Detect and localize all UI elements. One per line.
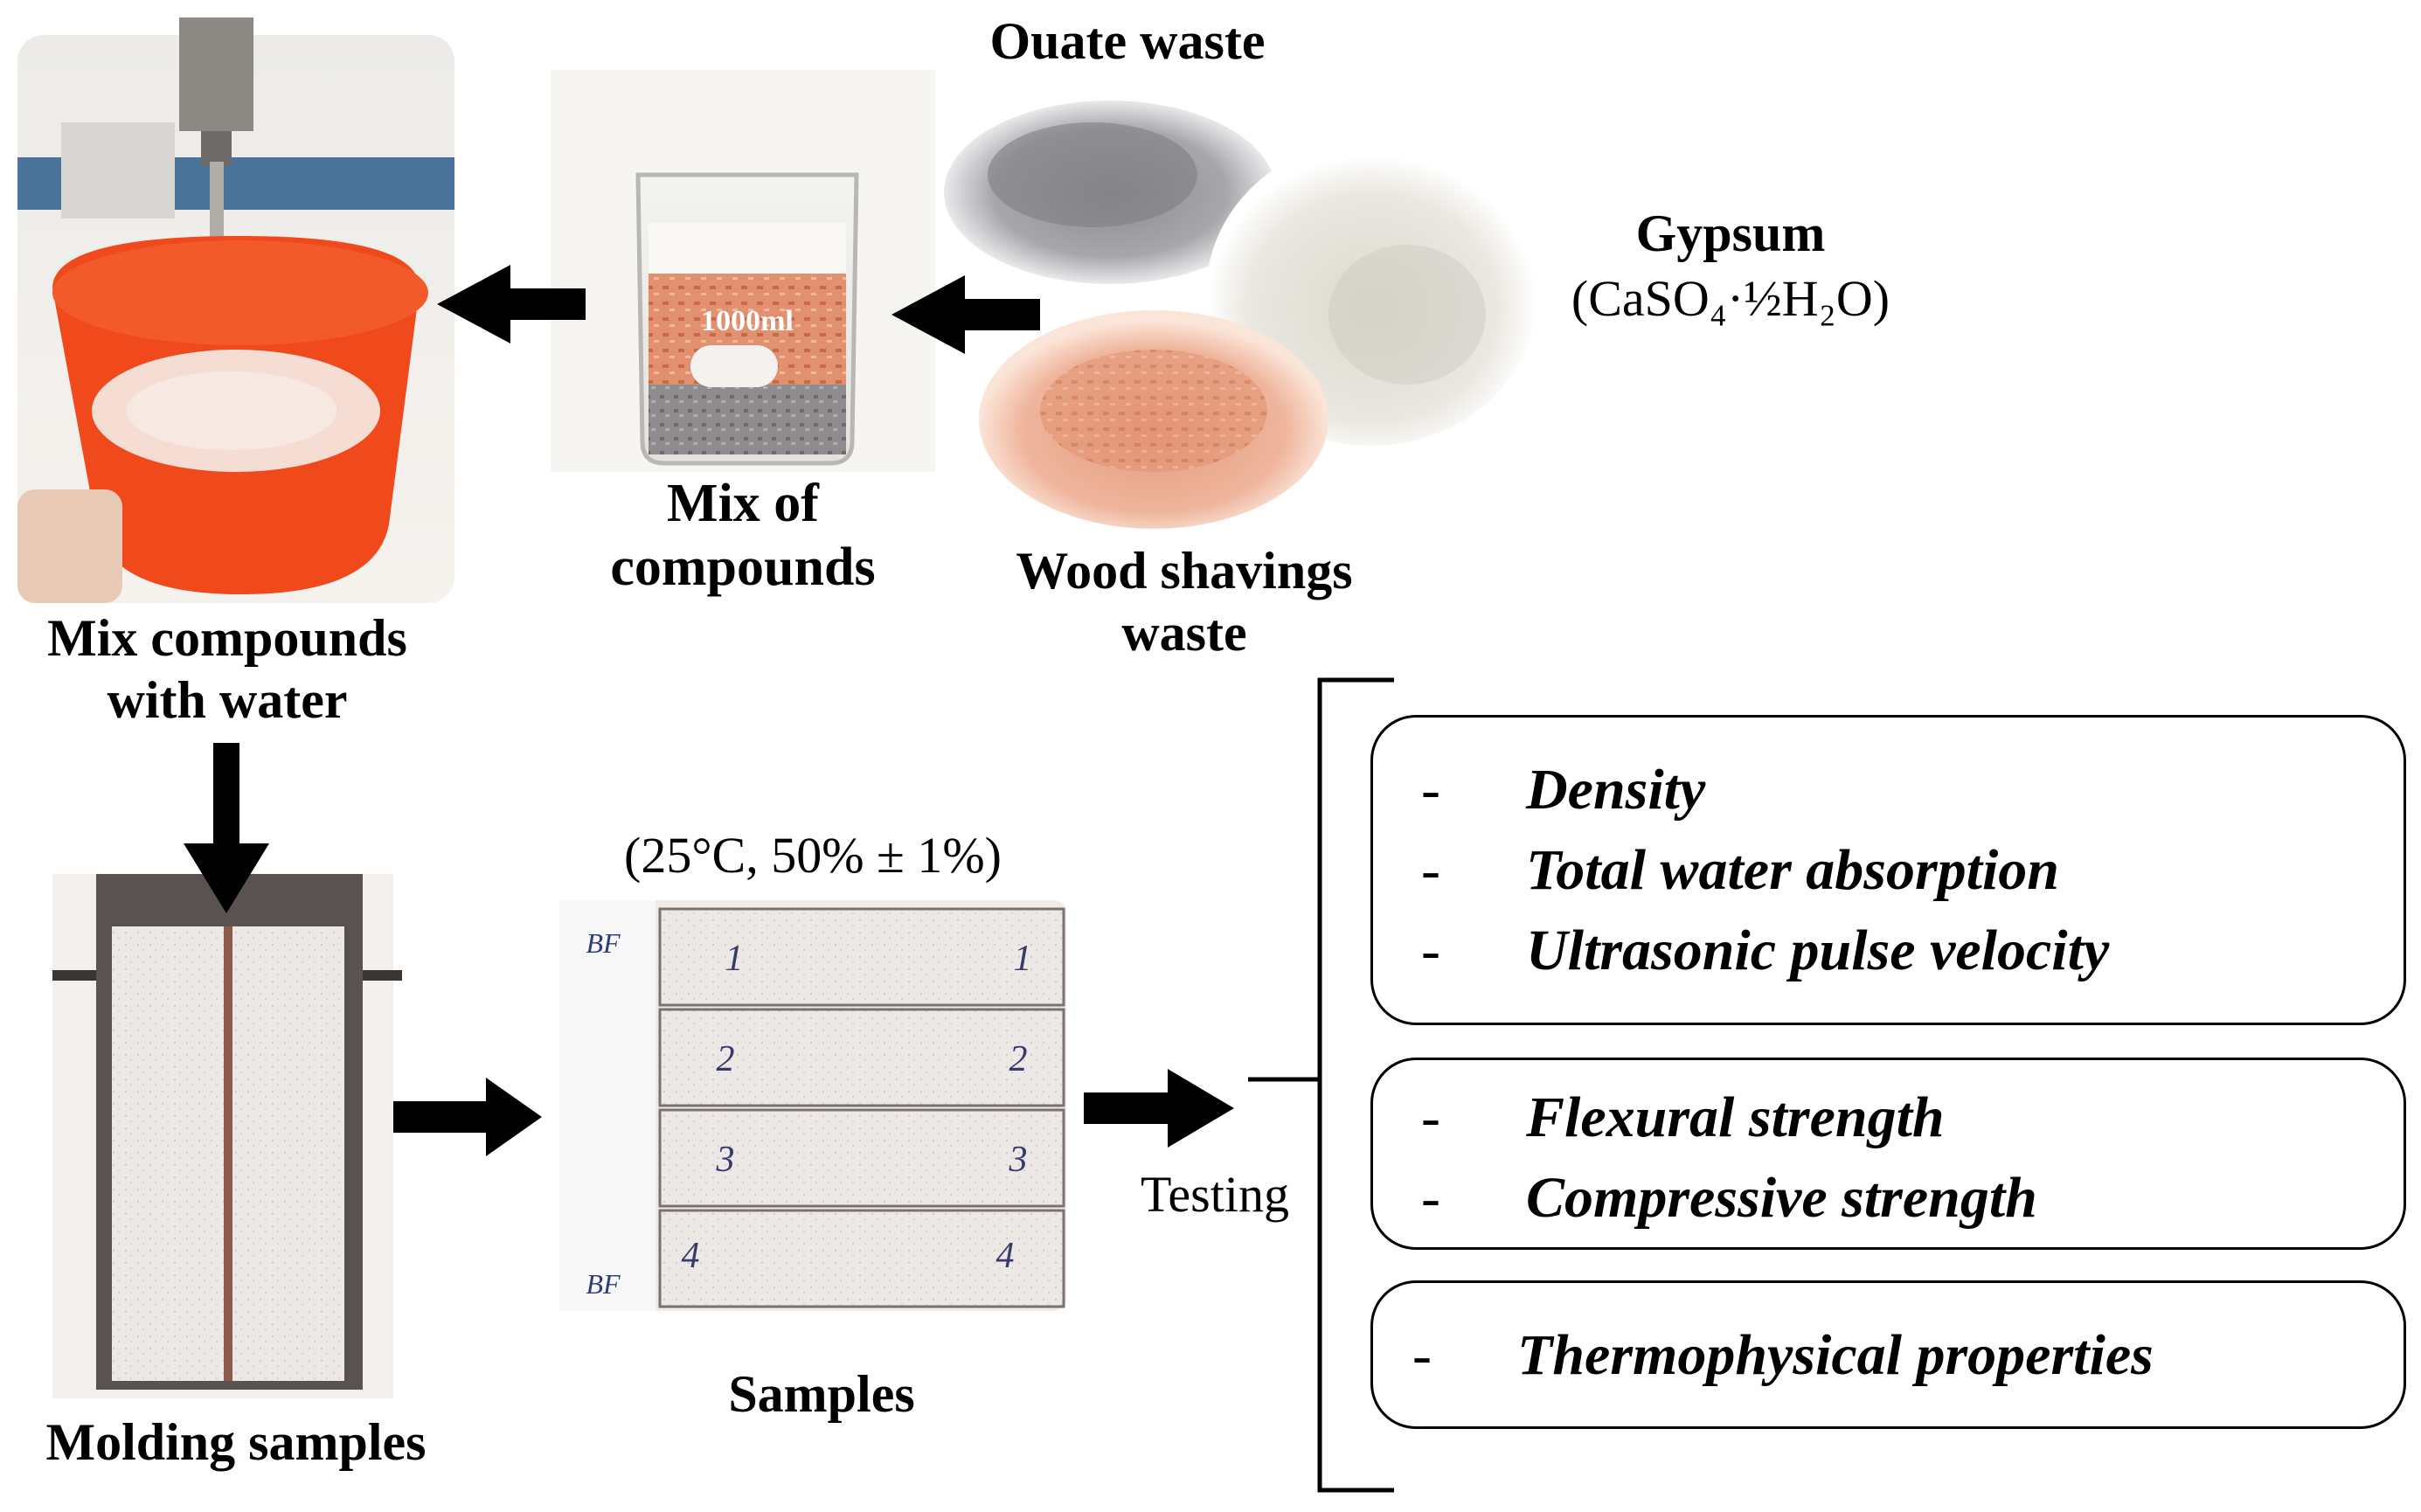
test-item-thermophysical: - Thermophysical properties <box>1412 1322 2154 1389</box>
ouate-waste-pile <box>944 101 1276 284</box>
mix-of-compounds-line-2: compounds <box>610 538 876 598</box>
gypsum-label: Gypsum <box>1635 205 1826 262</box>
sample-number-1-left: 1 <box>725 939 744 979</box>
samples-photo: BF BF 1 1 2 2 3 3 4 4 <box>559 900 1066 1311</box>
mix-with-water-line-1: Mix compounds <box>47 609 407 667</box>
bullet-dash: - <box>1421 1166 1440 1230</box>
arrow-mold-to-samples <box>393 1078 542 1156</box>
mix-with-water-line-2: with water <box>107 670 348 729</box>
bullet-dash: - <box>1421 838 1440 902</box>
wood-shavings-pile <box>979 310 1328 529</box>
testing-bracket <box>1248 677 1394 1493</box>
conditions-label: (25°C, 50% ± 1%) <box>624 827 1002 884</box>
test-group-thermal: - Thermophysical properties <box>1370 1280 2406 1429</box>
arrow-samples-to-testing <box>1084 1069 1234 1148</box>
gypsum-formula: (CaSO₄·½H₂O) <box>1571 270 1890 327</box>
sample-number-2-right: 2 <box>1009 1039 1028 1079</box>
test-group-physical: - Density - Total water absorption - Ult… <box>1370 715 2406 1025</box>
sample-mark-top: BF <box>586 927 621 959</box>
test-item-compressive: - Compressive strength <box>1421 1165 2037 1231</box>
test-item-label: Density <box>1526 758 1706 822</box>
ouate-waste-label: Ouate waste <box>989 12 1266 70</box>
sample-number-3-left: 3 <box>716 1140 735 1180</box>
test-item-density: - Density <box>1421 757 1705 823</box>
arrow-beaker-to-bucket <box>437 265 586 343</box>
bullet-dash: - <box>1421 758 1440 822</box>
bullet-dash: - <box>1421 1085 1440 1149</box>
mix-with-water-label: Mix compounds with water <box>0 607 454 732</box>
arrow-materials-to-beaker <box>891 275 1040 354</box>
beaker-mix-photo: 1000ml <box>551 70 935 472</box>
sample-number-4-right: 4 <box>996 1236 1015 1276</box>
sample-number-3-right: 3 <box>1009 1140 1028 1180</box>
mix-of-compounds-label: Mix of compounds <box>559 472 926 600</box>
test-item-flexural: - Flexural strength <box>1421 1085 1945 1151</box>
sample-number-4-left: 4 <box>682 1236 700 1276</box>
beaker-marking: 1000ml <box>701 305 794 337</box>
wood-shavings-label: Wood shavings waste <box>953 540 1416 664</box>
wood-shavings-line-1: Wood shavings <box>1016 542 1353 600</box>
test-item-label: Compressive strength <box>1526 1166 2037 1230</box>
sample-mark-bottom: BF <box>586 1268 621 1300</box>
bullet-dash: - <box>1421 919 1440 982</box>
test-item-label: Total water absorption <box>1526 838 2060 902</box>
bucket-mixer-photo <box>17 17 454 603</box>
arrow-down-to-mold <box>184 743 269 913</box>
sample-number-1-right: 1 <box>1014 939 1032 979</box>
samples-label: Samples <box>728 1365 915 1423</box>
bullet-dash: - <box>1412 1323 1432 1387</box>
test-item-ultrasonic: - Ultrasonic pulse velocity <box>1421 918 2109 984</box>
sample-number-2-left: 2 <box>717 1039 735 1079</box>
test-item-water-absorption: - Total water absorption <box>1421 837 2059 904</box>
test-item-label: Flexural strength <box>1526 1085 1945 1149</box>
testing-label: Testing <box>1141 1166 1289 1223</box>
mold-photo <box>52 874 402 1398</box>
test-item-label: Thermophysical properties <box>1517 1323 2154 1387</box>
mix-of-compounds-line-1: Mix of <box>667 474 819 533</box>
test-group-mechanical: - Flexural strength - Compressive streng… <box>1370 1058 2406 1250</box>
wood-shavings-line-2: waste <box>1121 603 1247 662</box>
test-item-label: Ultrasonic pulse velocity <box>1526 919 2110 982</box>
molding-samples-label: Molding samples <box>45 1413 427 1471</box>
